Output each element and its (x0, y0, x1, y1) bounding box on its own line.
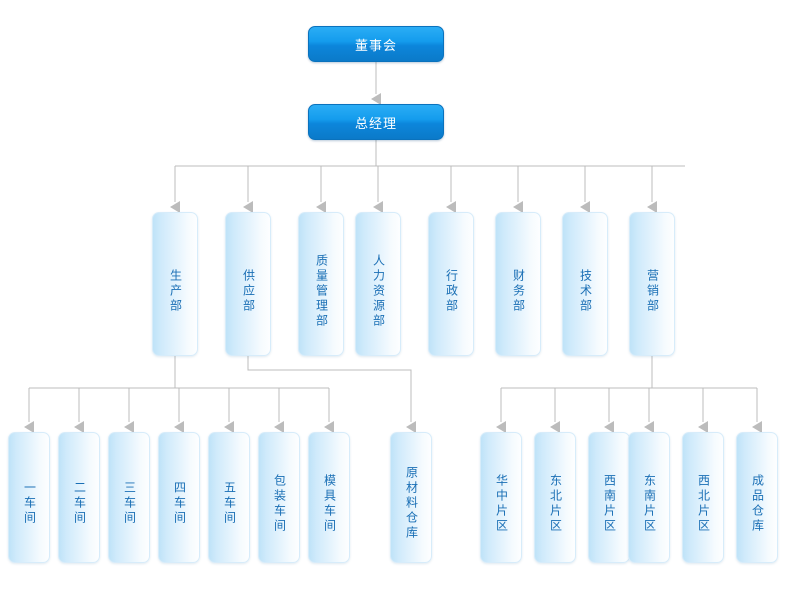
node-general-manager-label: 总经理 (354, 116, 397, 132)
node-workshop-5-label: 五车间 (222, 481, 237, 526)
node-workshop-mold-label: 模具车间 (322, 473, 337, 534)
node-production[interactable]: 生产部 (152, 212, 198, 356)
node-hr[interactable]: 人力资源部 (355, 212, 401, 356)
node-region-northeast-label: 东北片区 (548, 473, 563, 534)
node-workshop-packaging[interactable]: 包装车间 (258, 432, 300, 563)
node-technology-label: 技术部 (578, 268, 593, 314)
node-quality[interactable]: 质量管理部 (298, 212, 344, 356)
node-workshop-4[interactable]: 四车间 (158, 432, 200, 563)
node-board[interactable]: 董事会 (308, 26, 444, 62)
node-quality-label: 质量管理部 (314, 253, 329, 329)
node-workshop-2-label: 二车间 (72, 481, 87, 526)
node-workshop-4-label: 四车间 (172, 481, 187, 526)
node-supply-label: 供应部 (241, 268, 256, 314)
node-admin-label: 行政部 (444, 268, 459, 314)
node-hr-label: 人力资源部 (371, 253, 386, 329)
node-technology[interactable]: 技术部 (562, 212, 608, 356)
node-admin[interactable]: 行政部 (428, 212, 474, 356)
node-workshop-1[interactable]: 一车间 (8, 432, 50, 563)
node-workshop-5[interactable]: 五车间 (208, 432, 250, 563)
node-workshop-1-label: 一车间 (22, 481, 37, 526)
node-region-central-china[interactable]: 华中片区 (480, 432, 522, 563)
node-region-southeast[interactable]: 东南片区 (628, 432, 670, 563)
node-finished-goods-warehouse[interactable]: 成品仓库 (736, 432, 778, 563)
node-finance[interactable]: 财务部 (495, 212, 541, 356)
node-region-southeast-label: 东南片区 (642, 473, 657, 534)
node-raw-material-warehouse-label: 原材料仓库 (404, 466, 419, 541)
connector-supply-to-raw-material-warehouse (247, 356, 416, 433)
node-workshop-mold[interactable]: 模具车间 (308, 432, 350, 563)
node-supply[interactable]: 供应部 (225, 212, 271, 356)
node-workshop-2[interactable]: 二车间 (58, 432, 100, 563)
node-raw-material-warehouse[interactable]: 原材料仓库 (390, 432, 432, 563)
node-region-northwest[interactable]: 西北片区 (682, 432, 724, 563)
node-region-southwest[interactable]: 西南片区 (588, 432, 630, 563)
node-marketing[interactable]: 营销部 (629, 212, 675, 356)
node-finance-label: 财务部 (511, 268, 526, 314)
node-marketing-label: 营销部 (645, 268, 660, 314)
node-finished-goods-warehouse-label: 成品仓库 (750, 473, 765, 534)
node-region-southwest-label: 西南片区 (602, 473, 617, 534)
node-region-northwest-label: 西北片区 (696, 473, 711, 534)
node-workshop-3-label: 三车间 (122, 481, 137, 526)
node-general-manager[interactable]: 总经理 (308, 104, 444, 140)
node-workshop-3[interactable]: 三车间 (108, 432, 150, 563)
node-region-northeast[interactable]: 东北片区 (534, 432, 576, 563)
node-region-central-china-label: 华中片区 (494, 473, 509, 534)
node-workshop-packaging-label: 包装车间 (272, 473, 287, 534)
node-board-label: 董事会 (354, 38, 397, 54)
node-production-label: 生产部 (168, 268, 183, 314)
